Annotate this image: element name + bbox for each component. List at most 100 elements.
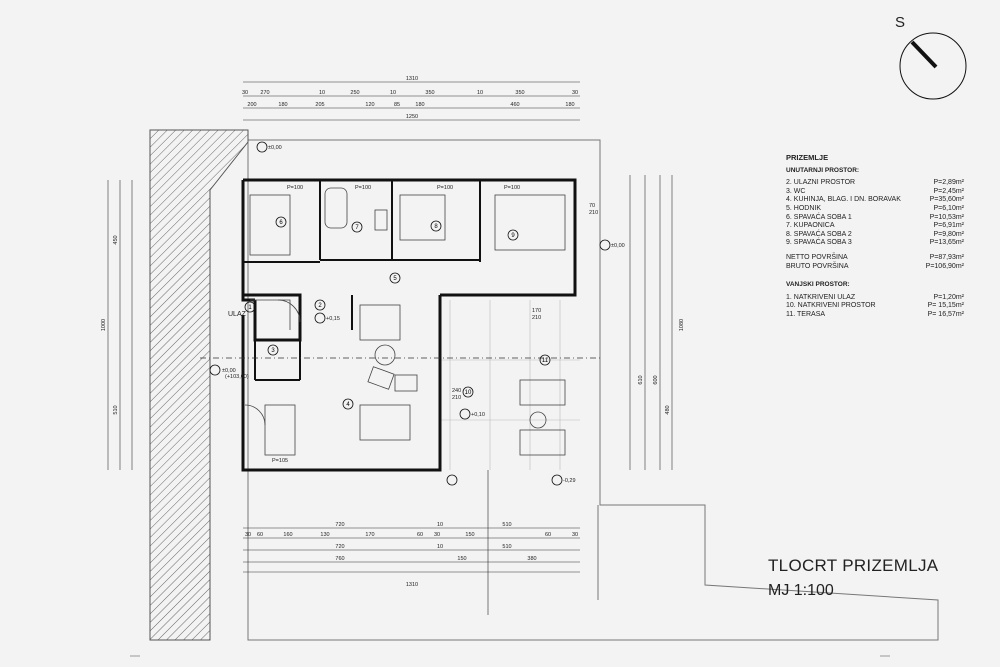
- svg-text:6: 6: [279, 220, 283, 226]
- dimension-label: 30: [434, 532, 440, 538]
- dimension-label: 480: [665, 405, 671, 414]
- dimension-label: 30: [245, 532, 251, 538]
- dimension-label: 720: [335, 522, 344, 528]
- room-number-2: 2: [314, 299, 326, 311]
- plan-annotations: ULAZ±0,00±0,00±0,00+0,15+0,10-0,29(+103,…: [101, 76, 685, 588]
- parapet-label: P=100: [437, 185, 453, 191]
- legend-room-area: P=10,53m²: [929, 213, 964, 221]
- level-markers: [209, 141, 611, 486]
- door-dimension: 210: [452, 395, 461, 401]
- dimension-label: 85: [394, 102, 400, 108]
- dimension-label: 160: [283, 532, 292, 538]
- dimension-label: 10: [437, 522, 443, 528]
- legend-room-area: P=13,65m²: [929, 239, 964, 247]
- room-number-6: 6: [275, 216, 287, 228]
- dimension-label: 130: [320, 532, 329, 538]
- parapet-label: P=105: [272, 458, 288, 464]
- level-label: ±0,00: [611, 243, 625, 249]
- legend-room-area: P=6,91m²: [933, 222, 964, 230]
- svg-text:1: 1: [248, 305, 252, 311]
- dimension-label: 180: [565, 102, 574, 108]
- door-dimension: 210: [589, 210, 598, 216]
- legend-inner-row: 2. ULAZNI PROSTOR P=2,89m²: [786, 179, 964, 188]
- dimension-label: 60: [545, 532, 551, 538]
- dimension-label: 150: [465, 532, 474, 538]
- dimension-label: 10: [437, 544, 443, 550]
- legend-inner-heading: UNUTARNJI PROSTOR:: [786, 166, 860, 174]
- dimension-label: 60: [417, 532, 423, 538]
- legend-room-area: P= 16,57m²: [927, 310, 964, 318]
- room-number-10: 10: [462, 386, 474, 398]
- dimension-label: 10: [390, 90, 396, 96]
- north-arrow: [899, 32, 967, 100]
- legend-room-area: P= 15,15m²: [927, 302, 964, 310]
- parapet-label: P=100: [504, 185, 520, 191]
- dimension-label: 120: [365, 102, 374, 108]
- svg-text:2: 2: [318, 303, 322, 309]
- room-number-7: 7: [351, 221, 363, 233]
- dimension-label: 450: [113, 235, 119, 244]
- legend-room-name: 11. TERASA: [786, 310, 826, 318]
- room-number-9: 9: [507, 229, 519, 241]
- level-label: +0,10: [471, 412, 485, 418]
- dimension-label: 200: [247, 102, 256, 108]
- parapet-label: P=100: [287, 185, 303, 191]
- legend-room-name: 4. KUHINJA, BLAG. I DN. BORAVAK: [786, 196, 901, 204]
- legend-room-name: 9. SPAVAĆA SOBA 3: [786, 239, 852, 247]
- svg-text:9: 9: [511, 233, 515, 239]
- legend-room-name: 2. ULAZNI PROSTOR: [786, 179, 856, 187]
- room-number-11: 11: [539, 354, 551, 366]
- svg-text:8: 8: [434, 224, 438, 230]
- room-number-3: 3: [267, 344, 279, 356]
- door-dimension: 70: [589, 203, 595, 209]
- legend-outer-heading: VANJSKI PROSTOR:: [786, 281, 850, 289]
- svg-text:5: 5: [393, 276, 397, 282]
- dimension-label: 250: [350, 90, 359, 96]
- hatched-area: [149, 129, 249, 641]
- dimension-label: 380: [527, 556, 536, 562]
- dimension-label: 10: [477, 90, 483, 96]
- dimension-label: 460: [510, 102, 519, 108]
- door-dimension: 170: [532, 308, 541, 314]
- dimension-label: 30: [572, 532, 578, 538]
- legend-room-area: P=2,45m²: [933, 187, 964, 195]
- dimension-label: 205: [315, 102, 324, 108]
- parapet-label: P=100: [355, 185, 371, 191]
- legend-outer-row: 1. NATKRIVENI ULAZ P=1,20m²: [786, 294, 964, 303]
- dimension-label: 720: [335, 544, 344, 550]
- legend-room-area: P=2,89m²: [933, 179, 964, 187]
- svg-text:10: 10: [465, 390, 472, 396]
- legend-room-area: P=6,10m²: [933, 204, 964, 212]
- svg-text:4: 4: [346, 402, 350, 408]
- legend-outer-row: 11. TERASA P= 16,57m²: [786, 311, 964, 320]
- dimension-label: 1250: [406, 114, 418, 120]
- room-number-1: 1: [244, 301, 256, 313]
- north-letter: S: [895, 14, 906, 31]
- dimension-label: 350: [425, 90, 434, 96]
- svg-text:7: 7: [355, 225, 359, 231]
- legend-inner-row: 9. SPAVAĆA SOBA 3 P=13,65m²: [786, 239, 964, 248]
- room-numbers: 1 2 3 4 5 6 7 8 9 10 11: [244, 216, 551, 410]
- dimension-label: 170: [365, 532, 374, 538]
- drawing-title: TLOCRT PRIZEMLJA: [768, 556, 939, 575]
- legend-room-area: P=1,20m²: [933, 293, 964, 301]
- level-label: -0,29: [563, 478, 576, 484]
- legend-room-name: 1. NATKRIVENI ULAZ: [786, 293, 856, 301]
- dimension-label: 760: [335, 556, 344, 562]
- dimension-label: 180: [278, 102, 287, 108]
- dimension-total: 1310: [406, 582, 418, 588]
- door-dimension: 210: [532, 315, 541, 321]
- room-number-5: 5: [389, 272, 401, 284]
- legend-heading: PRIZEMLJE: [786, 153, 829, 162]
- dimension-label: 510: [502, 522, 511, 528]
- level-label: (+103,60): [225, 374, 249, 380]
